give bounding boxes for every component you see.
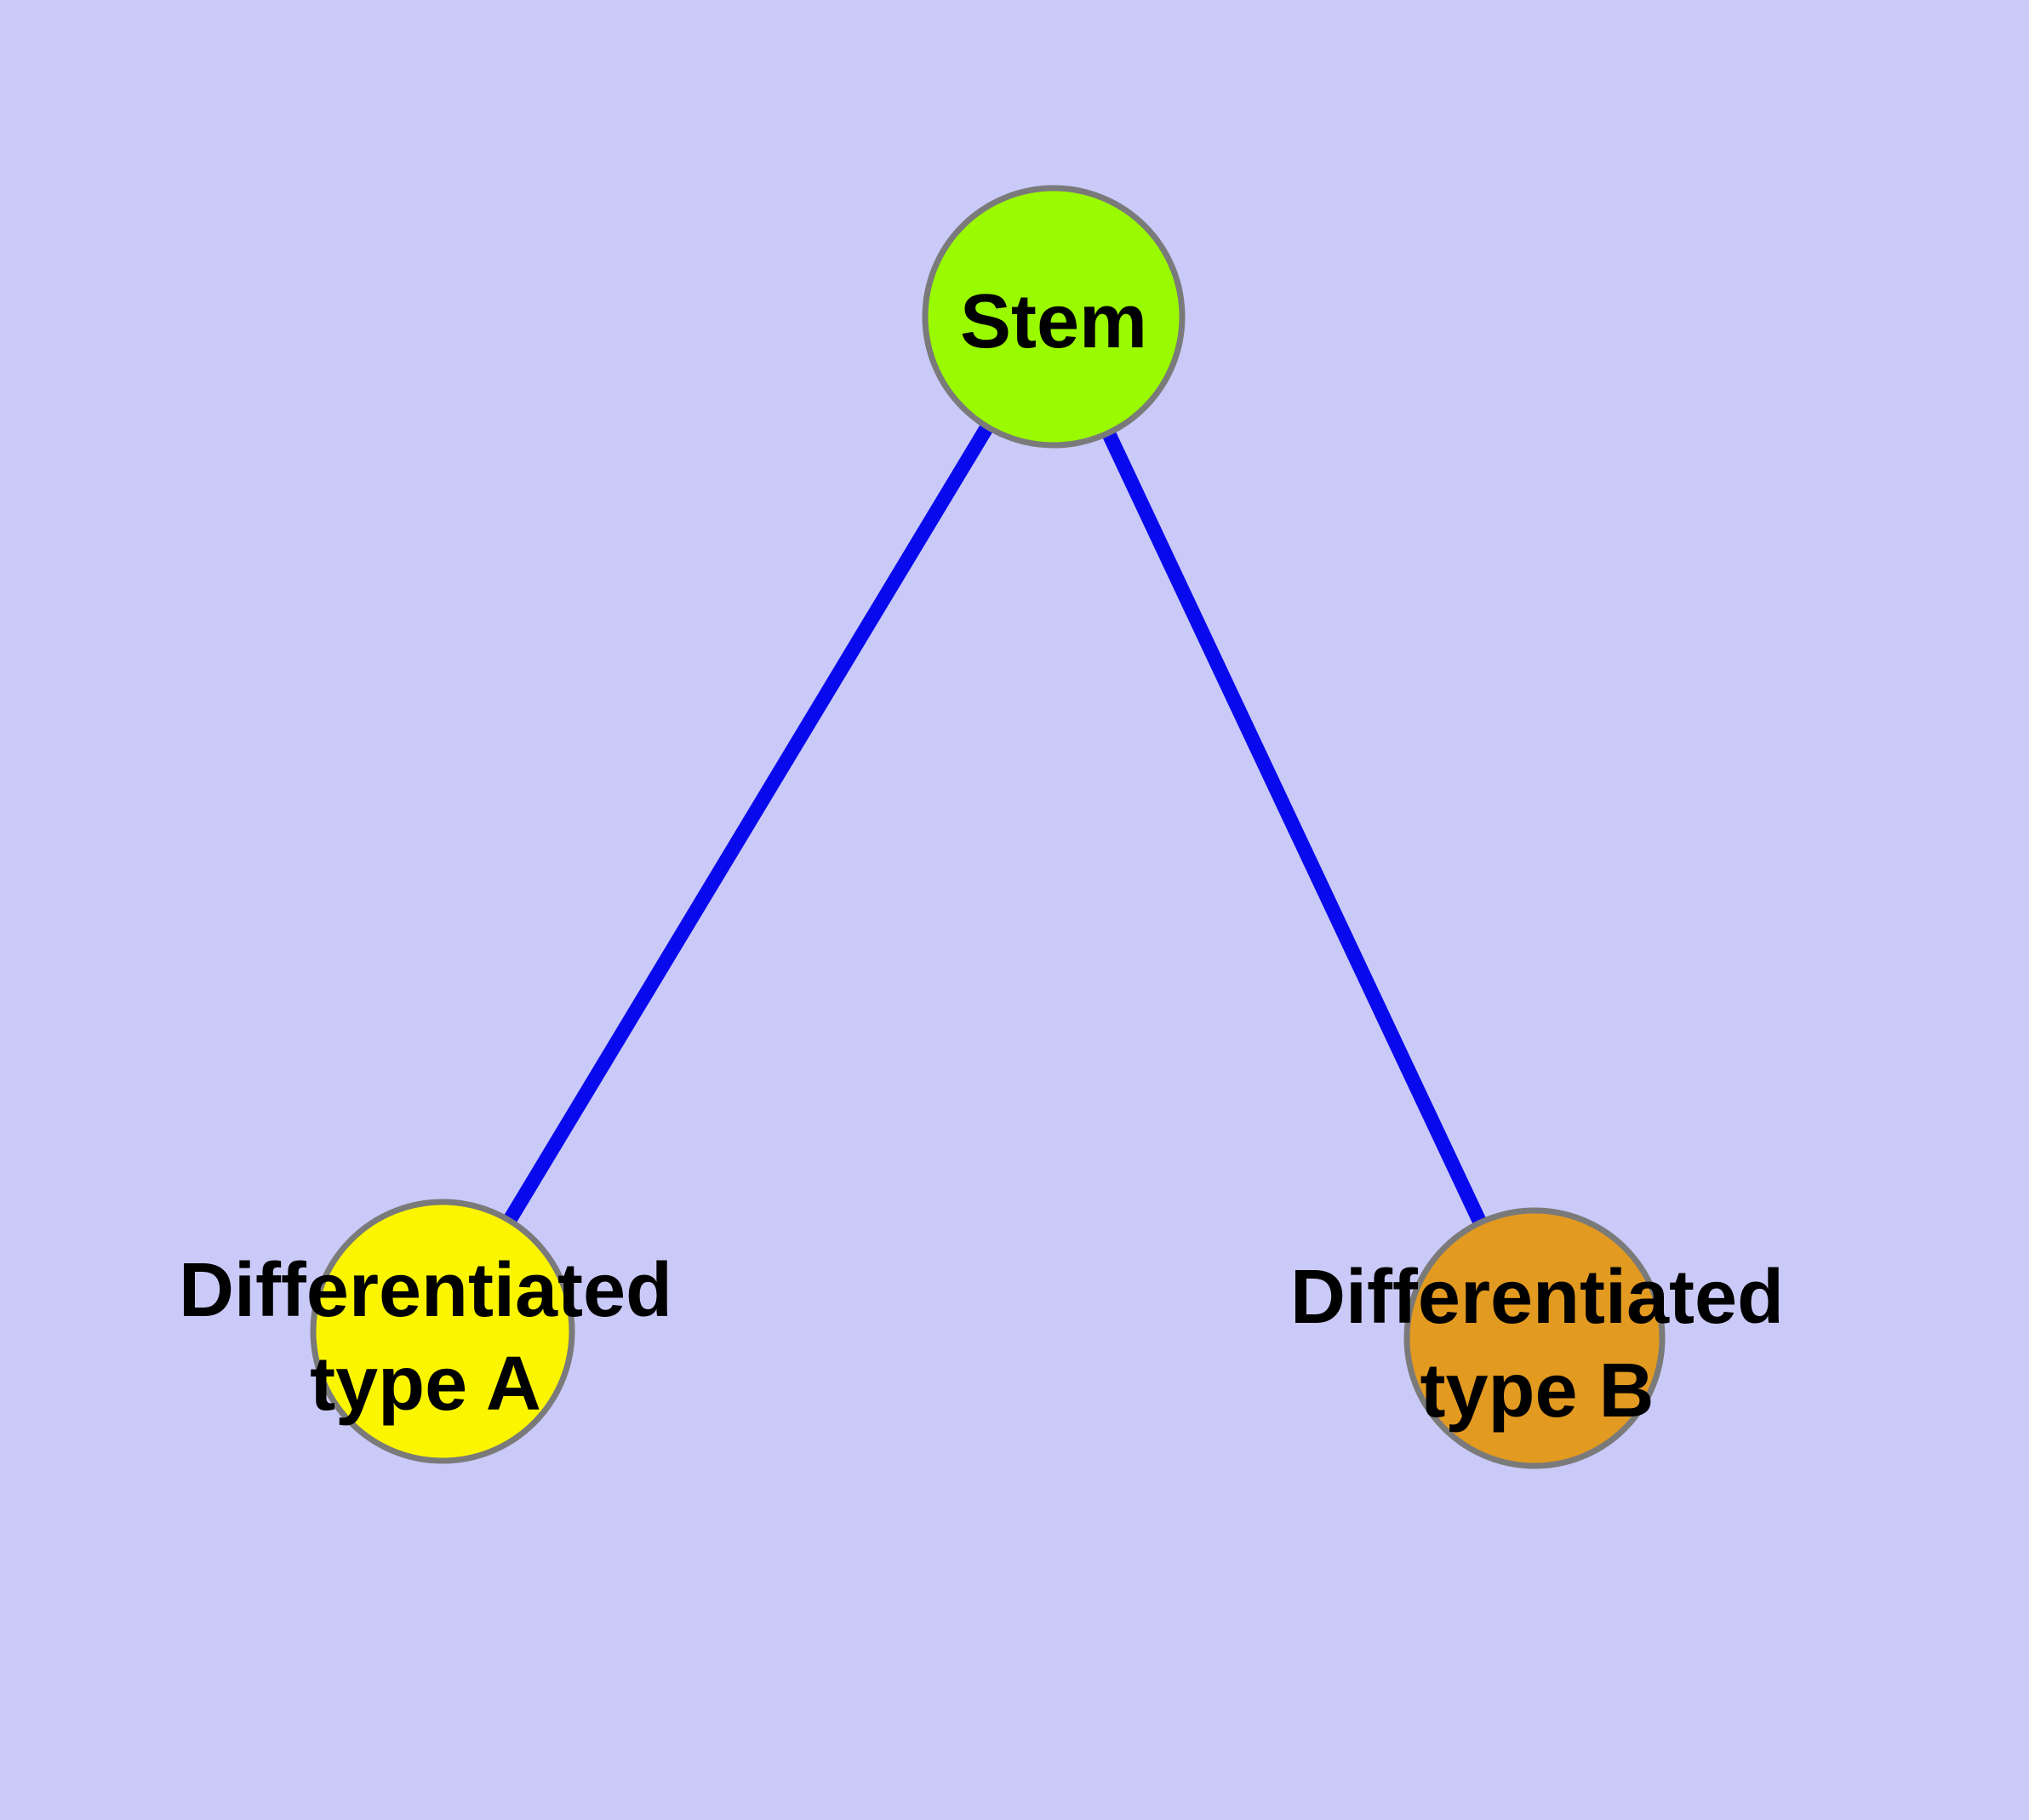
node-differentiated-type-b-circle[interactable]: [1403, 1207, 1666, 1469]
node-differentiated-type-a-label: Differentiated type A: [179, 1248, 672, 1427]
node-differentiated-type-a-label-line-1: Differentiated: [179, 1248, 672, 1333]
node-differentiated-type-a-circle[interactable]: [310, 1199, 575, 1464]
node-stem-label-line-1: Stem: [960, 279, 1147, 364]
node-layer: [310, 185, 1666, 1469]
node-stem[interactable]: [922, 185, 1186, 449]
node-differentiated-type-a[interactable]: [310, 1199, 575, 1464]
node-differentiated-type-b[interactable]: [1403, 1207, 1666, 1469]
edge-layer: [436, 312, 1541, 1342]
node-differentiated-type-b-label-line-1: Differentiated: [1290, 1255, 1784, 1340]
edge-stem-to-differentiated-type-a: [436, 312, 1060, 1336]
node-differentiated-type-a-label-line-2: type A: [310, 1342, 541, 1427]
edge-stem-to-differentiated-type-b: [1047, 313, 1541, 1342]
node-stem-label: Stem: [960, 279, 1147, 364]
label-layer: Stem Differentiated type A Differentiated…: [179, 279, 1784, 1434]
node-differentiated-type-b-label-line-2: type B: [1420, 1348, 1654, 1434]
node-stem-circle[interactable]: [922, 185, 1186, 449]
